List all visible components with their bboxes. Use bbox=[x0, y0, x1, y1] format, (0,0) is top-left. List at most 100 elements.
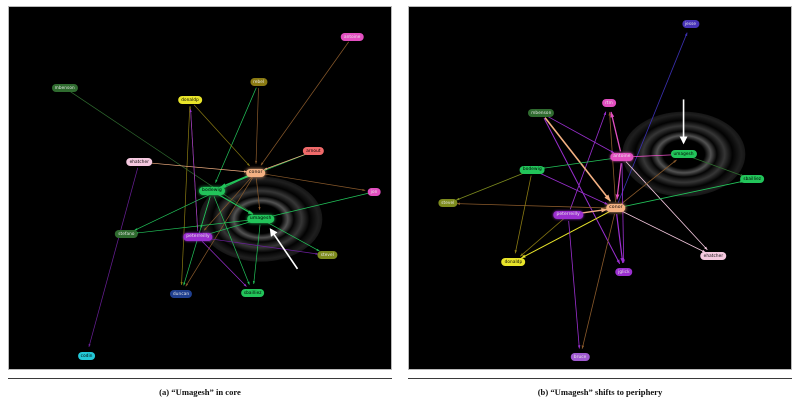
graph-node-label: codin bbox=[80, 352, 93, 358]
graph-node-label: conor bbox=[609, 205, 623, 211]
panel-a: antoine mbenson rebel donaldp arnout ehatcher… bbox=[0, 0, 400, 378]
graph-node-label: bodewig bbox=[201, 187, 222, 193]
graph-node-jglick[interactable]: jglick bbox=[615, 267, 633, 276]
graph-edge bbox=[544, 117, 611, 202]
graph-node-label: antoine bbox=[613, 154, 631, 160]
graph-node-duncan[interactable]: duncan bbox=[170, 289, 193, 298]
graph-edge bbox=[617, 32, 688, 203]
graph-node-mbenson[interactable]: mbenson bbox=[528, 108, 555, 117]
graph-node-donaldp[interactable]: donaldp bbox=[178, 96, 202, 105]
graph-edge bbox=[185, 177, 253, 287]
graph-edge bbox=[543, 117, 621, 265]
graph-node-label: bruce bbox=[573, 354, 587, 360]
graph-node-sbailliez[interactable]: sbailliez bbox=[240, 288, 265, 297]
graph-node-ehatcher[interactable]: ehatcher bbox=[126, 158, 153, 166]
graph-node-label: stevel bbox=[441, 200, 455, 206]
graph-node-label: sbailliez bbox=[243, 289, 262, 295]
graph-edge bbox=[206, 220, 256, 235]
graph-edge bbox=[254, 88, 259, 164]
graph-node-label: jglick bbox=[618, 268, 630, 274]
graph-edge bbox=[540, 157, 616, 170]
graph-node-label: antoine bbox=[343, 33, 361, 39]
graph-node-label: rtm bbox=[605, 100, 613, 106]
graph-node-sbailliez[interactable]: sbailliez bbox=[740, 175, 765, 184]
graph-edge bbox=[569, 111, 607, 210]
graph-edge bbox=[455, 171, 527, 201]
graph-node-label: arnout bbox=[306, 148, 321, 154]
graph-edge bbox=[215, 87, 257, 183]
graph-node-peterreilly[interactable]: peterreilly bbox=[183, 233, 213, 242]
graph-node-label: sbailliez bbox=[743, 176, 762, 182]
graph-node-label: bodewig bbox=[522, 166, 542, 172]
graph-node-label: mbenson bbox=[531, 109, 552, 115]
graph-node-jesse[interactable]: jesse bbox=[681, 20, 700, 29]
graph-edge bbox=[252, 224, 261, 285]
graph-edges-b bbox=[455, 32, 745, 350]
graph-node-umagesh[interactable]: umagesh bbox=[670, 150, 697, 159]
graph-node-bodewig[interactable]: bodewig bbox=[198, 186, 225, 195]
graph-edge bbox=[568, 220, 581, 349]
graph-edges-a bbox=[69, 41, 369, 348]
graph-edge bbox=[514, 175, 532, 254]
graph-edge bbox=[581, 213, 615, 350]
graph-edge bbox=[616, 214, 625, 264]
graph-edge bbox=[203, 237, 319, 255]
graph-edge bbox=[546, 115, 615, 154]
caption-a: (a) “Umagesh” in core bbox=[159, 386, 241, 397]
graph-canvas-b: jesse rtm mbenson umagesh antoine bodewig sbai… bbox=[409, 7, 791, 369]
graph-node-label: donaldp bbox=[504, 259, 523, 265]
graph-node-antoine[interactable]: antoine bbox=[610, 153, 634, 162]
graph-node-donaldp[interactable]: donaldp bbox=[501, 258, 526, 267]
graph-node-jon[interactable]: jon bbox=[367, 187, 381, 196]
graph-node-label: stevel bbox=[320, 252, 334, 258]
graph-node-label: stefano bbox=[118, 231, 135, 237]
graph-node-conor[interactable]: conor bbox=[245, 168, 266, 177]
caption-rule-right bbox=[408, 378, 792, 379]
caption-b: (b) “Umagesh” shifts to periphery bbox=[537, 386, 663, 397]
graph-edge bbox=[627, 153, 675, 158]
graph-edge bbox=[261, 173, 366, 192]
graph-node-label: rebel bbox=[253, 79, 265, 85]
graph-edge bbox=[625, 161, 708, 251]
network-graph-b[interactable]: jesse rtm mbenson umagesh antoine bodewig sbai… bbox=[408, 6, 792, 370]
graph-edge bbox=[88, 167, 139, 348]
graph-edge bbox=[260, 41, 350, 166]
graph-edge bbox=[519, 218, 564, 257]
graph-edge bbox=[615, 163, 622, 200]
graph-node-umagesh[interactable]: umagesh bbox=[246, 214, 275, 223]
graph-edge bbox=[193, 104, 250, 167]
network-graph-a[interactable]: antoine mbenson rebel donaldp arnout ehatcher… bbox=[8, 6, 392, 370]
graph-node-label: mbenson bbox=[54, 84, 75, 90]
graph-node-mbenson[interactable]: mbenson bbox=[51, 83, 78, 92]
graph-node-stevel[interactable]: stevel bbox=[438, 199, 458, 208]
graph-node-bruce[interactable]: bruce bbox=[570, 353, 590, 362]
graph-edge bbox=[610, 111, 622, 152]
graph-node-rebel[interactable]: rebel bbox=[250, 78, 268, 87]
graph-edge bbox=[203, 176, 252, 231]
graph-edge bbox=[689, 155, 745, 177]
graph-node-peterreilly[interactable]: peterreilly bbox=[553, 210, 583, 219]
graph-edge bbox=[180, 106, 191, 286]
graph-node-conor[interactable]: conor bbox=[606, 204, 626, 213]
graph-node-bodewig[interactable]: bodewig bbox=[519, 165, 545, 174]
graph-node-label: umagesh bbox=[249, 215, 272, 221]
graph-node-stevel[interactable]: stevel bbox=[317, 251, 337, 260]
graph-node-rtm[interactable]: rtm bbox=[602, 99, 616, 108]
graph-node-antoine[interactable]: antoine bbox=[340, 32, 364, 41]
graph-edge bbox=[263, 153, 308, 170]
graph-node-codin[interactable]: codin bbox=[77, 351, 96, 360]
graph-edge bbox=[145, 162, 248, 173]
graph-node-label: ehatcher bbox=[129, 159, 150, 164]
graph-node-ehatcher[interactable]: ehatcher bbox=[700, 252, 727, 261]
graph-node-arnout[interactable]: arnout bbox=[303, 147, 324, 156]
graph-node-label: duncan bbox=[173, 290, 190, 296]
graph-edge bbox=[537, 171, 609, 205]
graph-edge bbox=[134, 174, 251, 231]
panel-b: jesse rtm mbenson umagesh antoine bodewig sbai… bbox=[400, 0, 800, 378]
graph-node-label: jesse bbox=[684, 21, 697, 27]
graph-node-stefano[interactable]: stefano bbox=[115, 230, 138, 239]
graph-node-label: jon bbox=[370, 188, 378, 194]
graph-edge bbox=[219, 174, 251, 189]
graph-edge bbox=[213, 196, 250, 285]
